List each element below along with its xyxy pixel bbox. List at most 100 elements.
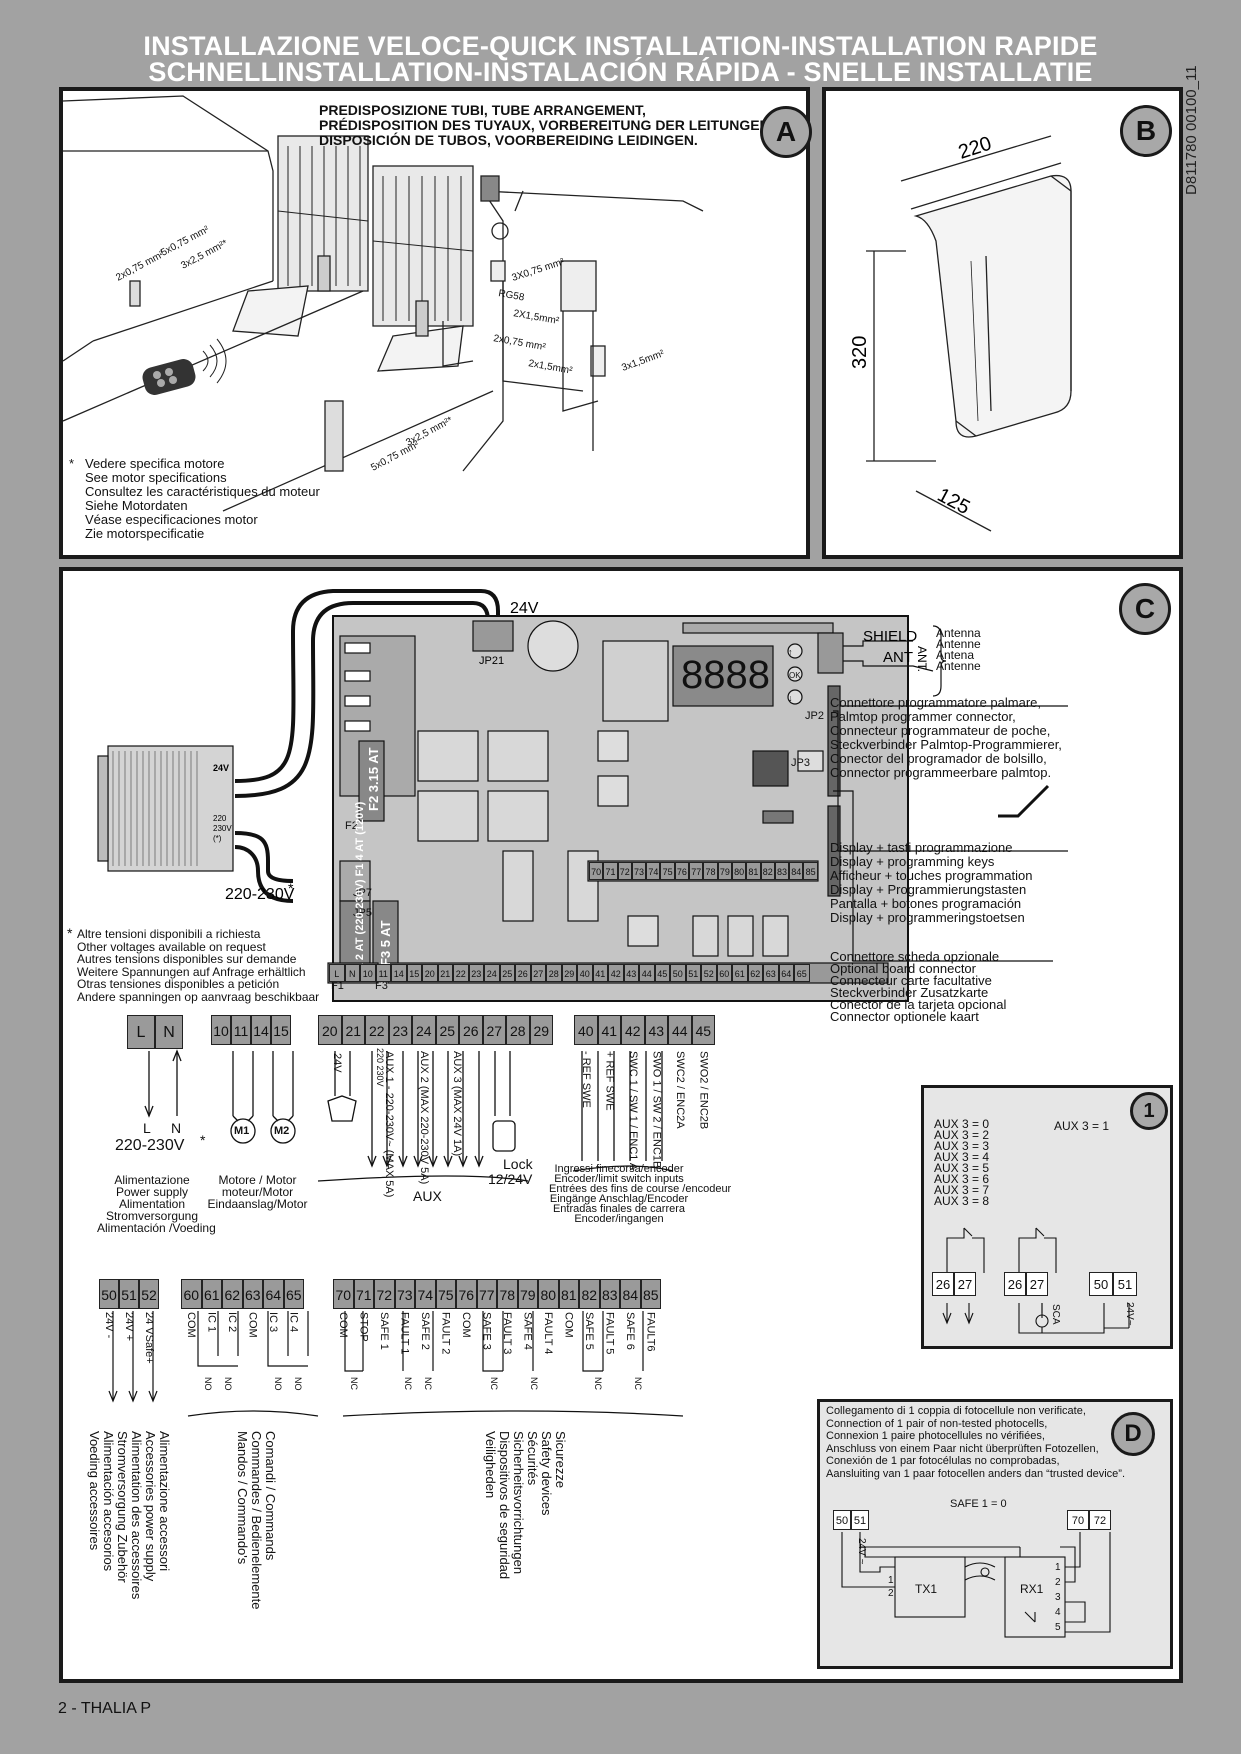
panel-d-photocells: D Collegamento di 1 coppia di fotocellul… [817, 1399, 1173, 1669]
aux-24v: 24V [331, 1053, 343, 1073]
aux3-24v: 24V~ [1124, 1302, 1135, 1326]
aux3-wiring [942, 1227, 1130, 1334]
terminal: 43 [644, 1015, 668, 1045]
terminal: 10 [211, 1015, 231, 1045]
jp7-label: JP7 [353, 887, 372, 899]
no-contact-label: NO [293, 1377, 303, 1391]
terminal: 64 [778, 964, 794, 982]
terminal: 22 [365, 1015, 389, 1045]
document-code: D811780 00100_11 [1183, 65, 1200, 195]
aux-warning: 220 230V [375, 1048, 385, 1087]
no-contact-label: NO [223, 1377, 233, 1391]
page-title-line-2: SCHNELLINSTALLATION-INSTALACIÓN RÁPIDA -… [148, 57, 1093, 87]
terminal: 64 [263, 1279, 284, 1309]
terminal: 42 [608, 964, 624, 982]
terminal: 52 [139, 1279, 159, 1309]
aux-3-label: AUX 3 (MAX 24V 1A) [451, 1051, 463, 1157]
note-star: * [69, 456, 75, 471]
display-digits: 8888 [681, 653, 770, 697]
transformer-24v: 24V [213, 763, 229, 773]
page-number: 2 [58, 1700, 67, 1717]
terminal: 52 [701, 964, 717, 982]
terminal: 72 [617, 862, 632, 880]
terminal: 65 [283, 1279, 304, 1309]
terminal: 27 [1026, 1272, 1048, 1296]
badge-b: B [1120, 105, 1172, 157]
terminal: 20 [318, 1015, 342, 1045]
dim-depth: 125 [934, 484, 974, 519]
terminal-wiring-row-1 [144, 1049, 674, 1182]
terminal: 70 [333, 1279, 354, 1309]
terminal: 45 [691, 1015, 715, 1045]
terminal: 62 [222, 1279, 243, 1309]
terminal: 71 [603, 862, 618, 880]
terminal: 50 [833, 1510, 851, 1530]
terminal: 11 [231, 1015, 251, 1045]
terminal: 44 [639, 964, 655, 982]
mains-supply-star: * [200, 1132, 206, 1148]
f3-label: F3 [375, 980, 388, 992]
badge-a: A [760, 106, 812, 158]
terminal: 75 [435, 1279, 456, 1309]
terminal: 72 [374, 1279, 395, 1309]
photocell-connection-text: Collegamento di 1 coppia di fotocellule … [826, 1405, 1126, 1480]
terminal: 22 [453, 964, 469, 982]
key-up: ↑ [788, 647, 793, 657]
terminal: 85 [803, 862, 818, 880]
terminal: 62 [747, 964, 763, 982]
safety-terminal-label: SAFE 5 [583, 1312, 595, 1350]
terminal: 85 [640, 1279, 661, 1309]
terminal: 78 [497, 1279, 518, 1309]
terminal: 24 [484, 964, 500, 982]
terminal: 76 [674, 862, 690, 880]
badge-1: 1 [1130, 1092, 1168, 1130]
safety-terminal-label: SAFE 6 [624, 1312, 636, 1350]
terminal: 41 [597, 1015, 621, 1045]
terminal: 78 [703, 862, 718, 880]
safety-terminal-label: FAULT 3 [501, 1312, 513, 1355]
panel-b-box-dimensions: 220 320 125 B [822, 87, 1183, 559]
cable-label: 2x0,75 mm² [492, 333, 547, 353]
jp21-voltage: 24V [510, 600, 539, 617]
jp3-label: JP3 [791, 757, 810, 769]
gate-installation-illustration: 2x0,75 mm² 5x0,75 mm² 3x2,5 mm²* 3X0,75 … [63, 95, 704, 512]
page-title-line-1: INSTALLAZIONE VELOCE-QUICK INSTALLATION-… [143, 31, 1098, 61]
terminal: 51 [119, 1279, 139, 1309]
nc-contact-label: NC [349, 1377, 359, 1390]
terminal: 70 [1067, 1510, 1089, 1530]
terminal: 63 [242, 1279, 263, 1309]
switch-function-label: SWC 1 / SW 1 / ENC1 A [627, 1051, 639, 1171]
palmtop-connector-label: Connettore programmatore palmare,Palmtop… [830, 695, 1062, 780]
tube-arrangement-heading: PREDISPOSIZIONE TUBI, TUBE ARRANGEMENT, … [319, 102, 774, 148]
jp5-label: JP5 [353, 907, 372, 919]
terminal: 77 [689, 862, 704, 880]
terminal: 60 [716, 964, 732, 982]
motor-m1: M1 [234, 1125, 250, 1137]
terminal: 82 [579, 1279, 600, 1309]
power-terminal-label: 24 VSafe+ [143, 1312, 155, 1364]
safety-terminal-label: FAULT6 [644, 1312, 657, 1352]
terminal: 21 [437, 964, 453, 982]
cable-label: 3x1,5mm² [620, 348, 666, 374]
photocell-wiring [841, 1532, 1111, 1638]
nc-contact-label: NC [593, 1377, 603, 1390]
fuse-f3: F3 5 AT [378, 920, 393, 966]
terminal: 72 [1089, 1510, 1111, 1530]
terminal: 74 [415, 1279, 436, 1309]
fuse-f1: F1 2 AT (220-230V) F1 4 AT (120V) [354, 801, 366, 976]
safety-terminal-label: SAFE 2 [419, 1312, 431, 1350]
terminal: 80 [731, 862, 747, 880]
terminal: 63 [763, 964, 779, 982]
command-terminal-label: IC 3 [267, 1312, 279, 1333]
aux-2-label: AUX 2 (MAX 220-230V 5A) [418, 1051, 430, 1185]
safety-terminal-label: COM [337, 1312, 349, 1338]
